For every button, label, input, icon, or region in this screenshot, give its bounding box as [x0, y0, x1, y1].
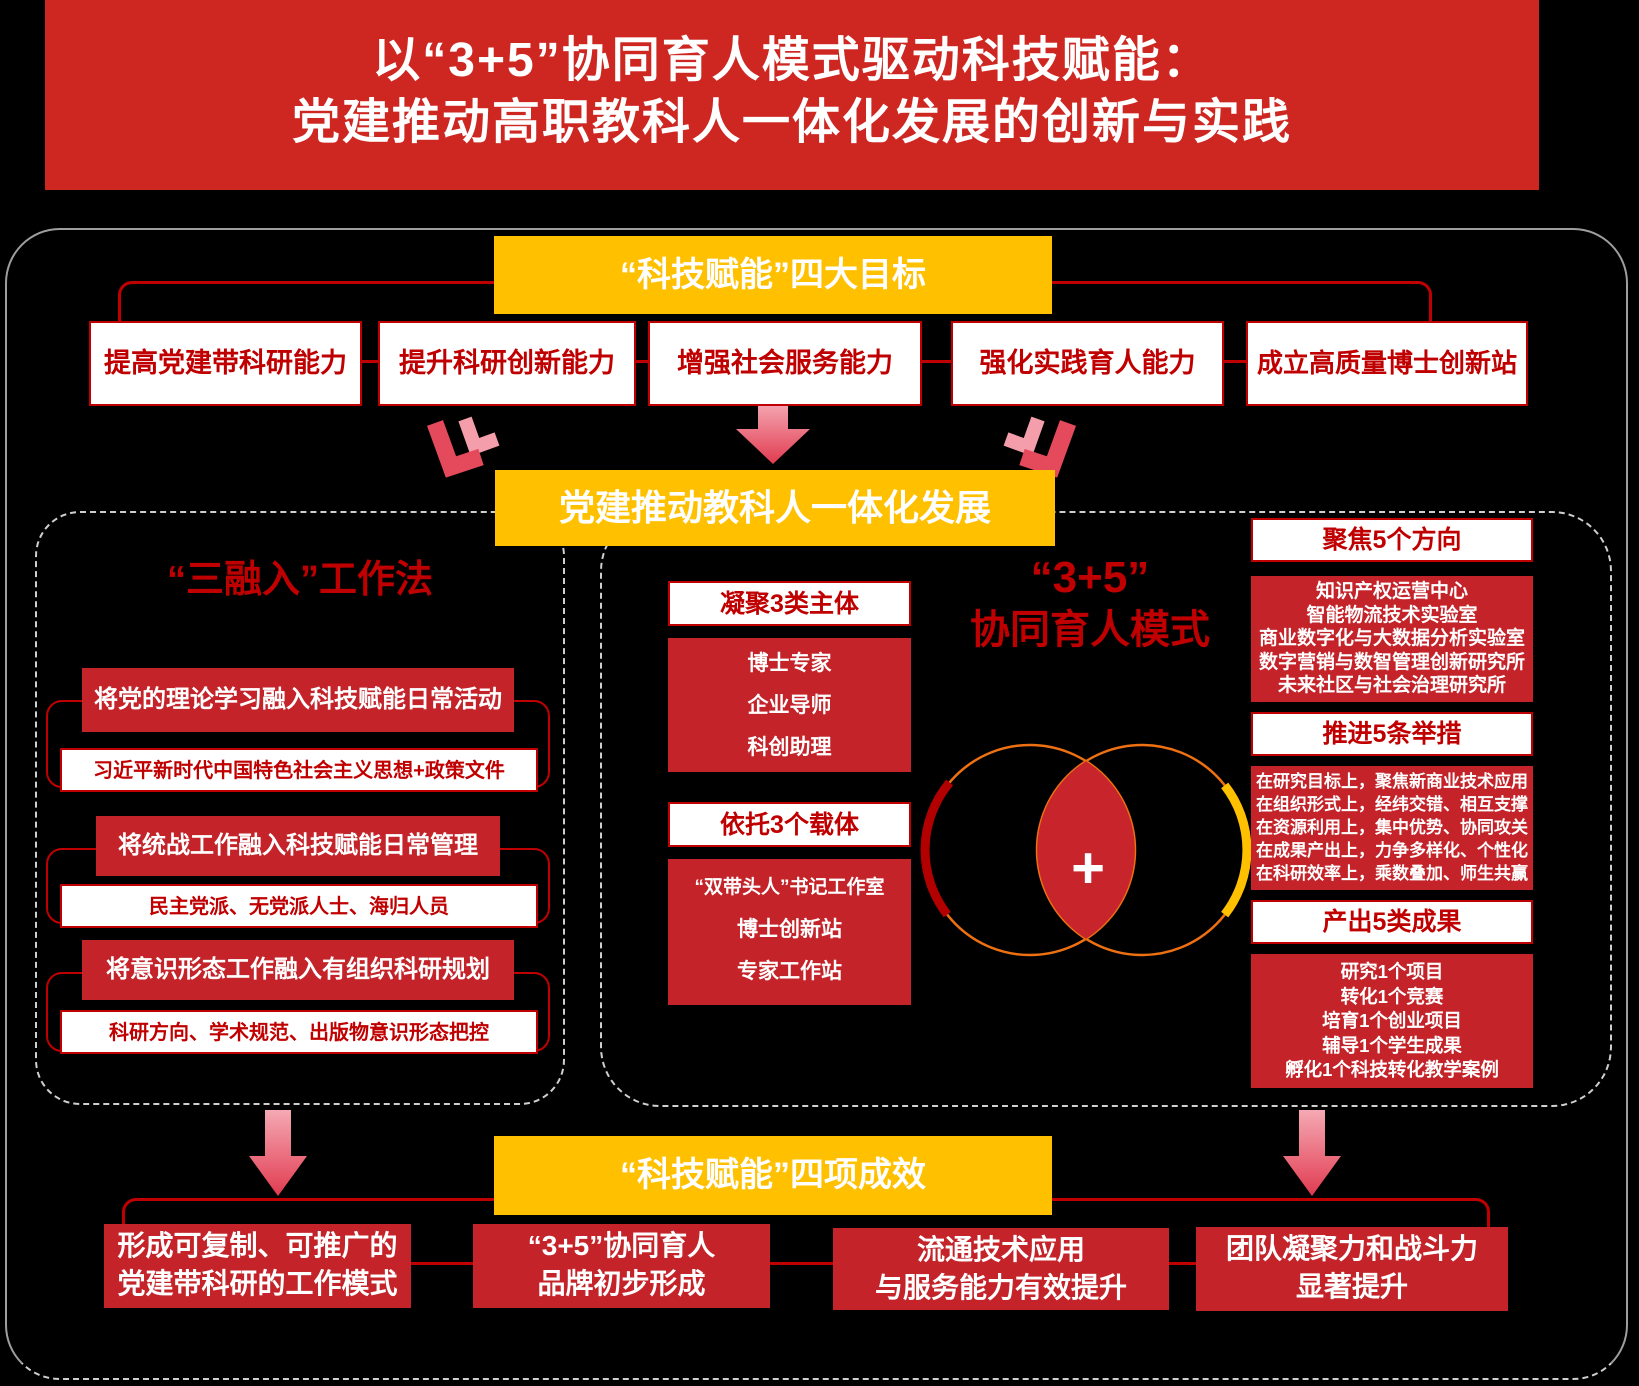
measure-item: 在成果产出上，力争多样化、个性化	[1256, 841, 1528, 860]
outcome-line: 显著提升	[1295, 1271, 1408, 1302]
carriers-header: 依托3个载体	[668, 802, 911, 847]
main-panel	[600, 511, 1612, 1107]
outputs-header: 产出5类成果	[1251, 900, 1533, 944]
measure-item: 在科研效率上，乘数叠加、师生共赢	[1256, 864, 1528, 883]
measures-header: 推进5条举措	[1251, 712, 1533, 756]
direction-item: 知识产权运营中心	[1315, 581, 1468, 602]
connector-outcome-1-2	[411, 1262, 473, 1265]
outcome-line: 流通技术应用	[916, 1234, 1085, 1265]
goal-box-2: 提升科研创新能力	[378, 321, 636, 406]
output-item: 辅导1个学生成果	[1322, 1034, 1462, 1056]
chevron-down-right-icon	[1000, 415, 1078, 481]
outcome-box-4: 团队凝聚力和战斗力 显著提升	[1196, 1227, 1508, 1311]
venn-diagram: +	[880, 715, 1280, 995]
outcome-line: 形成可复制、可推广的	[117, 1230, 398, 1261]
development-header: 党建推动教科人一体化发展	[495, 470, 1055, 546]
outcome-line: 团队凝聚力和战斗力	[1225, 1233, 1478, 1264]
carriers-box: “双带头人”书记工作室 博士创新站 专家工作站	[668, 859, 911, 1005]
goal-box-3: 增强社会服务能力	[648, 321, 922, 406]
plus-icon: +	[1071, 835, 1105, 900]
venn-right-arc	[1221, 782, 1252, 918]
goals-header: “科技赋能”四大目标	[494, 236, 1052, 314]
carrier-item: 专家工作站	[737, 960, 842, 983]
outcome-box-1: 形成可复制、可推广的 党建带科研的工作模式	[104, 1224, 411, 1308]
connector-goals-left	[118, 281, 494, 323]
model-title-line1: “3+5”	[1030, 553, 1150, 602]
subject-item: 企业导师	[747, 694, 832, 717]
carrier-item: 博士创新站	[737, 918, 842, 941]
goal-box-5: 成立高质量博士创新站	[1246, 321, 1528, 406]
model-title-line2: 协同育人模式	[970, 608, 1210, 652]
direction-item: 未来社区与社会治理研究所	[1277, 675, 1506, 696]
chevron-down-left-icon	[425, 415, 503, 481]
connector-goals-right	[1052, 281, 1432, 323]
goal-box-1: 提高党建带科研能力	[89, 321, 362, 406]
outcome-line: 品牌初步形成	[537, 1268, 706, 1299]
connector-goal-3-4	[922, 360, 951, 363]
output-item: 转化1个竞赛	[1340, 985, 1444, 1007]
connector-outcome-2-3	[770, 1262, 833, 1265]
measure-item: 在资源利用上，集中优势、协同攻关	[1256, 818, 1528, 837]
connector-outcomes-right	[1052, 1198, 1490, 1229]
direction-item: 商业数字化与大数据分析实验室	[1258, 628, 1525, 649]
measure-item: 在研究目标上，聚焦新商业技术应用	[1256, 772, 1528, 791]
fuse-main-box-2: 将统战工作融入科技赋能日常管理	[96, 816, 500, 876]
connector-goal-4-5	[1224, 360, 1246, 363]
arrow-down-icon	[736, 402, 810, 464]
connector-outcomes-left	[122, 1198, 494, 1226]
fuse-main-box-3: 将意识形态工作融入有组织科研规划	[82, 940, 514, 1000]
left-panel-title: “三融入”工作法	[166, 559, 433, 601]
output-item: 研究1个项目	[1340, 961, 1444, 982]
fuse-sub-box-3: 科研方向、学术规范、出版物意识形态把控	[60, 1010, 538, 1054]
fuse-sub-box-1: 习近平新时代中国特色社会主义思想+政策文件	[60, 748, 538, 792]
outputs-box: 研究1个项目 转化1个竞赛 培育1个创业项目 辅导1个学生成果 孵化1个科技转化…	[1251, 954, 1533, 1088]
page-title-line1: 以“3+5”协同育人模式驱动科技赋能：	[372, 34, 1212, 87]
arrow-down-icon	[1283, 1110, 1341, 1196]
goal-box-4: 强化实践育人能力	[951, 321, 1224, 406]
output-item: 孵化1个科技转化教学案例	[1285, 1059, 1499, 1080]
outcome-box-3: 流通技术应用 与服务能力有效提升	[833, 1228, 1169, 1310]
left-panel	[35, 511, 565, 1105]
venn-intersection	[1037, 761, 1135, 939]
subject-item: 科创助理	[747, 736, 832, 759]
subject-item: 博士专家	[747, 652, 832, 675]
page-title-line2: 党建推动高职教科人一体化发展的创新与实践	[291, 96, 1292, 149]
fuse-sub-box-2: 民主党派、无党派人士、海归人员	[60, 884, 538, 928]
outcome-line: “3+5”协同育人	[527, 1230, 716, 1261]
subjects-box: 博士专家 企业导师 科创助理	[668, 638, 911, 772]
venn-left-arc	[920, 779, 954, 918]
outcomes-header: “科技赋能”四项成效	[494, 1136, 1052, 1215]
directions-header: 聚焦5个方向	[1251, 518, 1533, 562]
fuse-main-box-1: 将党的理论学习融入科技赋能日常活动	[82, 668, 514, 732]
connector-goal-1-2	[362, 360, 378, 363]
outcome-line: 党建带科研的工作模式	[117, 1268, 398, 1299]
output-item: 培育1个创业项目	[1322, 1010, 1462, 1031]
connector-goal-2-3	[636, 360, 648, 363]
direction-item: 数字营销与数智管理创新研究所	[1258, 651, 1525, 673]
directions-box: 知识产权运营中心 智能物流技术实验室 商业数字化与大数据分析实验室 数字营销与数…	[1251, 576, 1533, 702]
carrier-item: “双带头人”书记工作室	[694, 877, 885, 898]
model-title: “3+5” 协同育人模式	[930, 552, 1250, 656]
direction-item: 智能物流技术实验室	[1306, 604, 1478, 626]
measures-box: 在研究目标上，聚焦新商业技术应用 在组织形式上，经纬交错、相互支撑 在资源利用上…	[1251, 766, 1533, 890]
connector-outcome-3-4	[1169, 1262, 1196, 1265]
measure-item: 在组织形式上，经纬交错、相互支撑	[1256, 795, 1528, 814]
title-banner: 以“3+5”协同育人模式驱动科技赋能： 党建推动高职教科人一体化发展的创新与实践	[45, 0, 1539, 190]
arrow-down-icon	[249, 1110, 307, 1196]
subjects-header: 凝聚3类主体	[668, 581, 911, 626]
outcome-box-2: “3+5”协同育人 品牌初步形成	[473, 1224, 770, 1308]
outer-container	[5, 228, 1628, 1380]
outcome-line: 与服务能力有效提升	[874, 1272, 1127, 1303]
